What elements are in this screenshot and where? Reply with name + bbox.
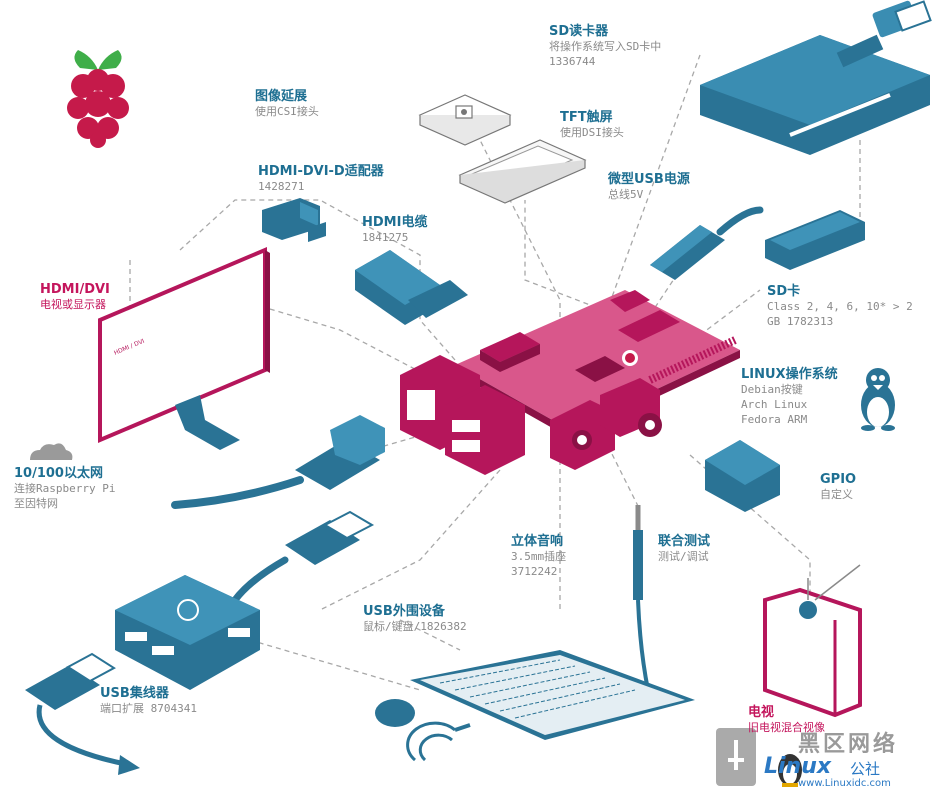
cloud-icon [30, 443, 73, 460]
audio-title: 立体音响 [511, 534, 564, 549]
watermark-line1: 黑区网络 [798, 732, 899, 757]
watermark-line2: Linux [764, 754, 832, 779]
hdmi-dvi-display-title: HDMI/DVI [40, 282, 110, 297]
camera-module [418, 94, 512, 146]
sd-card-line2: GB 1782313 [767, 315, 834, 328]
label-micro-usb: 微型USB电源 总线5V [608, 172, 690, 202]
tv-title: 电视 [748, 705, 775, 720]
hdmi-dvi-monitor: HDMI / DVI [98, 246, 270, 450]
label-hdmi-dvi-adapter: HDMI-DVI-D适配器 1428271 [258, 164, 384, 194]
ethernet-line2: 至因特网 [14, 497, 58, 510]
label-hdmi-cable: HDMI电缆 1841275 [362, 215, 427, 245]
watermark-key-icon [716, 728, 756, 786]
ethernet-title: 10/100以太网 [14, 466, 103, 481]
tft-touchscreen [458, 139, 587, 204]
label-linux: LINUX操作系统 Debian按键 Arch Linux Fedora ARM [741, 367, 838, 427]
linux-line3: Fedora ARM [741, 413, 808, 426]
label-sd-card-reader: SD读卡器 将操作系统写入SD卡中 1336744 [549, 24, 661, 69]
mouse [375, 699, 471, 762]
tft-title: TFT触屏 [560, 110, 613, 125]
gpio-line1: 自定义 [820, 488, 853, 501]
label-tv: 电视 旧电视混合视像 [748, 705, 825, 735]
watermark-penguin-icon [778, 754, 802, 787]
gpio-connector [705, 440, 780, 512]
label-usb-hub: USB集线器 端口扩展 8704341 [100, 686, 197, 716]
label-tft: TFT触屏 使用DSI接头 [560, 110, 624, 140]
raspberry-logo-icon [67, 50, 129, 148]
usb-cable [231, 510, 375, 604]
jtag-title: 联合测试 [658, 534, 711, 549]
keyboard [410, 650, 695, 740]
connector-lines [129, 54, 861, 691]
hdmi-dvi-display-line1: 电视或显示器 [40, 298, 106, 311]
usb-hub-line1: 端口扩展 8704341 [100, 702, 197, 715]
sd-reader-line2: 1336744 [549, 55, 596, 68]
tft-line1: 使用DSI接头 [560, 126, 624, 139]
camera-line1: 使用CSI接头 [255, 105, 319, 118]
label-sd-card: SD卡 Class 2, 4, 6, 10* > 2 GB 1782313 [767, 284, 913, 329]
label-ethernet: 10/100以太网 连接Raspberry Pi 至因特网 [14, 466, 115, 511]
label-gpio: GPIO 自定义 [820, 472, 856, 502]
tux-penguin-icon [861, 368, 895, 431]
linux-title: LINUX操作系统 [741, 367, 838, 382]
sd-card-reader [700, 0, 932, 155]
gpio-title: GPIO [820, 472, 857, 487]
sd-card-line1: Class 2, 4, 6, 10* > 2 [767, 300, 913, 313]
tv-line1: 旧电视混合视像 [748, 721, 825, 734]
linux-line1: Debian按键 [741, 383, 803, 396]
watermark-url: www.Linuxidc.com [798, 778, 891, 789]
usb-cable-bottom [25, 652, 140, 775]
television [763, 564, 862, 718]
micro-usb-cable [650, 206, 764, 280]
hdmi-dvi-adapter-title: HDMI-DVI-D适配器 [258, 164, 384, 179]
ethernet-cable [171, 415, 385, 509]
label-hdmi-dvi-display: HDMI/DVI 电视或显示器 [40, 282, 110, 312]
audio-line2: 3712242 [511, 565, 558, 578]
audio-jack [633, 505, 650, 691]
label-camera: 图像延展 使用CSI接头 [255, 89, 319, 119]
hdmi-cable [355, 250, 468, 325]
hdmi-dvi-adapter [262, 198, 326, 242]
jtag-line1: 测试/调试 [658, 550, 709, 563]
usb-hub [115, 575, 260, 690]
usb-hub-title: USB集线器 [100, 686, 169, 701]
watermark: 黑区网络 Linux 公社 www.Linuxidc.com [712, 724, 948, 791]
micro-usb-title: 微型USB电源 [608, 172, 690, 187]
sd-card-title: SD卡 [767, 284, 801, 299]
usb-peripherals-line1: 鼠标/键盘/1826382 [363, 620, 467, 633]
linux-line2: Arch Linux [741, 398, 808, 411]
hdmi-dvi-adapter-line1: 1428271 [258, 180, 305, 193]
micro-usb-line1: 总线5V [608, 188, 644, 201]
ethernet-line1: 连接Raspberry Pi [14, 482, 116, 495]
sd-reader-title: SD读卡器 [549, 24, 609, 39]
sd-card [765, 210, 865, 270]
camera-title: 图像延展 [255, 89, 308, 104]
watermark-line2b: 公社 [850, 760, 881, 778]
board-ports [400, 355, 662, 475]
sd-reader-line1: 将操作系统写入SD卡中 [549, 40, 662, 53]
label-audio: 立体音响 3.5mm插座 3712242 [511, 534, 566, 579]
usb-peripherals-title: USB外围设备 [363, 604, 445, 619]
label-usb-peripherals: USB外围设备 鼠标/键盘/1826382 [363, 604, 467, 634]
hdmi-cable-title: HDMI电缆 [362, 215, 428, 230]
label-jtag: 联合测试 测试/调试 [658, 534, 710, 564]
hdmi-cable-line1: 1841275 [362, 231, 409, 244]
audio-line1: 3.5mm插座 [511, 550, 567, 563]
